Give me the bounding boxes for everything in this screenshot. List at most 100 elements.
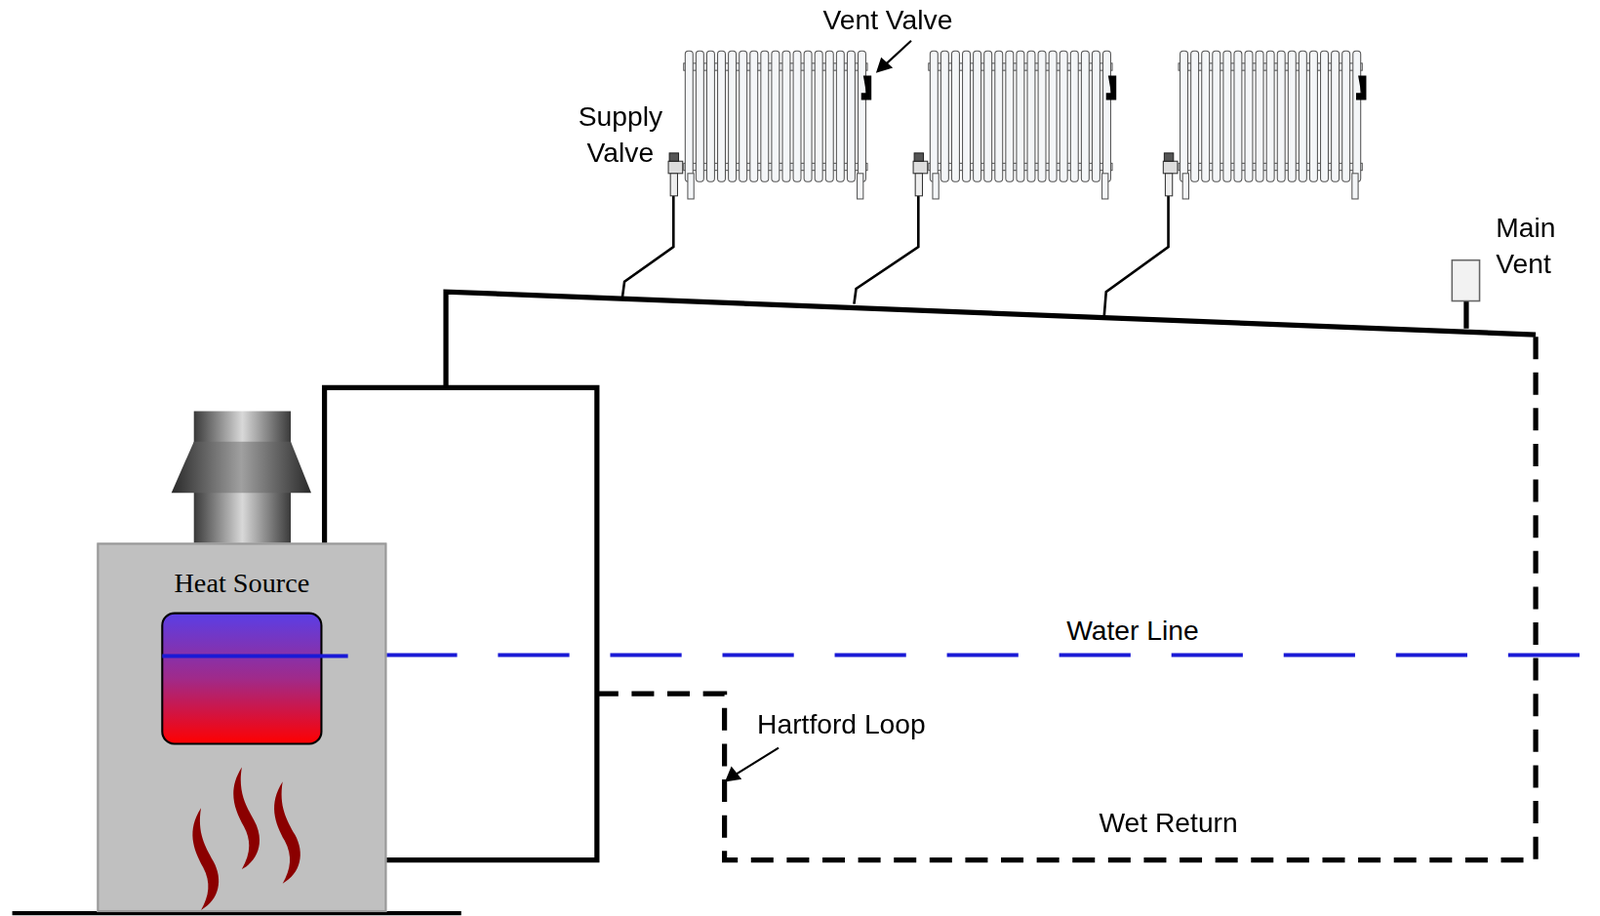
- radiator-fin: [995, 50, 1003, 182]
- radiator-fin: [1191, 50, 1200, 182]
- radiator-fin: [793, 50, 801, 182]
- radiator-fin: [940, 50, 949, 182]
- radiator-fin: [1342, 50, 1351, 182]
- radiator-fin: [1212, 50, 1221, 182]
- callout-label: Hartford Loop: [757, 706, 926, 744]
- radiator-fin: [1048, 50, 1057, 182]
- boiler-box: Heat Source: [96, 542, 387, 913]
- steam-pipes: [324, 291, 1536, 861]
- radiator-fin: [858, 50, 867, 182]
- leader-line: [885, 40, 912, 65]
- callout-label: Vent Valve: [822, 1, 953, 40]
- vent-valve-symbol: [1356, 75, 1366, 100]
- radiator-fin: [1180, 50, 1189, 182]
- radiator-fin: [695, 50, 704, 182]
- radiator-fin: [1070, 50, 1079, 182]
- water-line-in-boiler: [161, 653, 348, 658]
- radiator-fin: [1103, 50, 1112, 182]
- supply-valve-handle: [1163, 153, 1173, 161]
- radiator-fin: [1331, 50, 1340, 182]
- callout-label: Supply Valve: [563, 97, 677, 172]
- boiler-illustration: [98, 545, 389, 916]
- radiator-fin: [706, 50, 715, 182]
- supply-valve-body: [670, 173, 678, 197]
- radiator-fin: [1277, 50, 1285, 182]
- callout-label: Main Vent: [1495, 208, 1588, 283]
- supply-valve-symbol: [1162, 160, 1178, 174]
- flame: [233, 767, 260, 871]
- flame: [192, 807, 219, 911]
- radiator-fin: [1027, 50, 1036, 182]
- radiator-fin: [771, 50, 780, 182]
- radiator-fin: [1309, 50, 1318, 182]
- chimney-cap: [171, 441, 312, 493]
- radiator: [913, 50, 1117, 200]
- radiator-fin: [728, 50, 737, 182]
- radiator-fin: [739, 50, 748, 182]
- radiator-fin: [1234, 50, 1242, 182]
- pipe-label: Wet Return: [1098, 804, 1238, 842]
- vent-valve-symbol: [1106, 75, 1117, 100]
- radiator-fin: [1244, 50, 1253, 182]
- radiator-fin: [718, 50, 726, 182]
- radiator-branches: [622, 196, 1169, 318]
- supply-valve-handle: [669, 153, 679, 161]
- radiator-foot: [857, 173, 864, 200]
- vent-valve-symbol: [861, 75, 872, 100]
- radiator-fin: [1091, 50, 1100, 182]
- leader-line: [735, 748, 779, 775]
- radiator-foot: [1352, 173, 1359, 200]
- radiator-fin: [1298, 50, 1307, 182]
- radiator-fin: [782, 50, 791, 182]
- radiator-foot: [1182, 173, 1189, 200]
- supply-valve-symbol: [913, 160, 928, 174]
- radiator-fin: [760, 50, 769, 182]
- radiator-fin: [750, 50, 759, 182]
- main-vent-symbol: [1451, 260, 1480, 302]
- branch-pipe: [1104, 196, 1169, 318]
- radiator-fin: [1223, 50, 1232, 182]
- radiator-fin: [1266, 50, 1275, 182]
- radiators: [668, 50, 1366, 200]
- supply-valve-symbol: [668, 160, 683, 174]
- radiator-fin: [1005, 50, 1014, 182]
- branch-pipe: [622, 196, 674, 298]
- radiator-fin: [1255, 50, 1264, 182]
- leader-lines: [726, 40, 912, 781]
- radiator-fin: [846, 50, 855, 182]
- radiator-fin: [962, 50, 971, 182]
- flame: [274, 781, 301, 884]
- radiator-fin: [1038, 50, 1046, 182]
- node-title: Heat Source: [98, 545, 385, 600]
- radiator-fin: [929, 50, 938, 182]
- radiator-fin: [1059, 50, 1068, 182]
- radiator-fin: [1080, 50, 1089, 182]
- water-line-label: Water Line: [1062, 612, 1203, 650]
- boiler-tank: [161, 613, 321, 745]
- arrowhead: [877, 59, 891, 73]
- radiator: [1162, 50, 1366, 200]
- radiator-fin: [973, 50, 982, 182]
- radiator-fin: [951, 50, 960, 182]
- arrowhead: [726, 768, 741, 782]
- radiator-fin: [1353, 50, 1361, 182]
- radiator-fin: [814, 50, 823, 182]
- supply-valve-body: [1164, 173, 1172, 197]
- supply-valve-handle: [914, 153, 923, 161]
- radiator-foot: [1102, 173, 1109, 200]
- radiator-fin: [984, 50, 993, 182]
- radiator-fin: [803, 50, 812, 182]
- radiator-fin: [1287, 50, 1296, 182]
- steam-main: [445, 291, 1536, 388]
- radiator-fin: [825, 50, 834, 182]
- radiator-fin: [836, 50, 844, 182]
- radiator-fin: [1201, 50, 1210, 182]
- wet-return-pipe: [597, 336, 1536, 861]
- radiator-fin: [1320, 50, 1329, 182]
- radiator: [668, 50, 872, 200]
- radiator-fin: [1016, 50, 1025, 182]
- radiator-fin: [684, 50, 693, 182]
- radiator-foot: [932, 173, 939, 200]
- water-line: [385, 652, 1600, 657]
